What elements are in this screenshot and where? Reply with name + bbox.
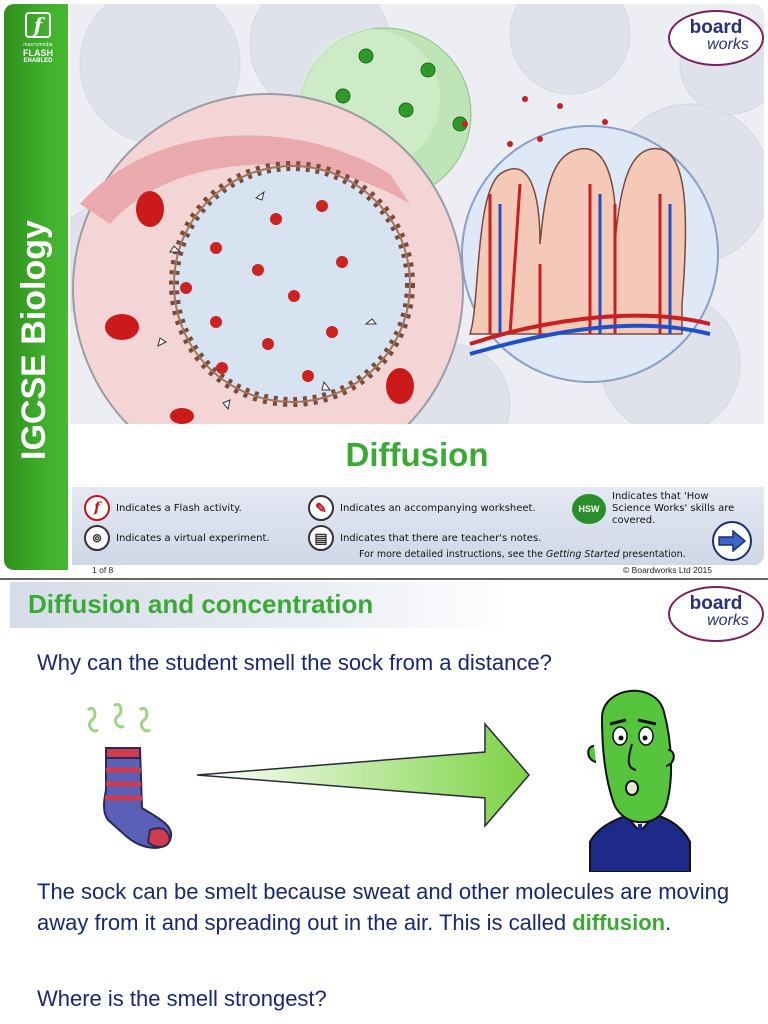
flash-enabled-logo: f macromedia FLASH ENABLED bbox=[10, 12, 66, 92]
explanation-text: The sock can be smelt because sweat and … bbox=[37, 879, 730, 935]
logo-line2: works bbox=[707, 612, 749, 629]
slide-title: Diffusion and concentration bbox=[28, 589, 374, 619]
legend-virtual: ⊚ Indicates a virtual experiment. bbox=[84, 525, 270, 551]
slide-divider bbox=[0, 578, 768, 580]
hero-illustration: board works bbox=[70, 4, 764, 424]
legend-hsw: HSW Indicates that 'How Science Works' s… bbox=[572, 491, 742, 527]
logo-line1: board bbox=[689, 17, 743, 38]
boardworks-logo: board works bbox=[668, 10, 764, 66]
legend-flash-text: Indicates a Flash activity. bbox=[116, 502, 242, 514]
logo-line2: works bbox=[707, 36, 749, 53]
legend-notes: ▤ Indicates that there are teacher's not… bbox=[308, 525, 541, 551]
diffusion-arrow bbox=[196, 721, 530, 829]
second-question-text: Where is the smell strongest? bbox=[37, 986, 327, 1011]
side-title: IGCSE Biology bbox=[15, 220, 53, 460]
worksheet-icon: ✎ bbox=[308, 495, 334, 521]
flash-activity-icon: f bbox=[84, 495, 110, 521]
slide-footer: 1 of 8 © Boardworks Ltd 2015 bbox=[72, 565, 764, 577]
next-slide-button[interactable] bbox=[712, 521, 752, 561]
content-slide: Diffusion and concentration board works … bbox=[0, 580, 768, 1024]
smelly-sock-illustration bbox=[86, 702, 173, 849]
flash-f-icon: f bbox=[25, 12, 51, 38]
legend-flash: f Indicates a Flash activity. bbox=[84, 495, 242, 521]
villi-bubble bbox=[461, 96, 719, 383]
flash-logo-enabled: ENABLED bbox=[23, 58, 53, 64]
legend-worksheet: ✎ Indicates an accompanying worksheet. bbox=[308, 495, 536, 521]
instructions-text: For more detailed instructions, see the … bbox=[359, 549, 686, 560]
hsw-icon: HSW bbox=[572, 494, 606, 524]
diffusion-keyword: diffusion bbox=[572, 910, 666, 935]
logo-line1: board bbox=[689, 593, 743, 614]
legend-virtual-text: Indicates a virtual experiment. bbox=[116, 532, 270, 544]
legend-panel: f Indicates a Flash activity. ✎ Indicate… bbox=[72, 487, 764, 565]
title-bar bbox=[10, 582, 510, 628]
getting-started-link[interactable]: Getting Started bbox=[546, 549, 620, 560]
question-text: Why can the student smell the sock from … bbox=[37, 650, 552, 675]
title-slide: f macromedia FLASH ENABLED IGCSE Biology bbox=[4, 4, 764, 577]
flash-logo-small: macromedia bbox=[23, 42, 53, 48]
slide-title: Diffusion bbox=[345, 436, 489, 473]
legend-notes-text: Indicates that there are teacher's notes… bbox=[340, 532, 542, 544]
boardworks-logo: board works bbox=[668, 586, 764, 642]
capillary-bubble bbox=[72, 93, 464, 424]
arrow-right-icon bbox=[718, 530, 747, 552]
legend-worksheet-text: Indicates an accompanying worksheet. bbox=[340, 502, 536, 514]
book-icon: ▤ bbox=[308, 525, 334, 551]
side-bar: f macromedia FLASH ENABLED bbox=[4, 4, 68, 570]
flash-logo-big: FLASH bbox=[23, 48, 53, 58]
student-illustration bbox=[587, 689, 691, 872]
page-number: 1 of 8 bbox=[92, 565, 114, 575]
copyright: © Boardworks Ltd 2015 bbox=[623, 565, 712, 575]
goggles-icon: ⊚ bbox=[84, 525, 110, 551]
legend-hsw-text: Indicates that 'How Science Works' skill… bbox=[612, 491, 735, 526]
